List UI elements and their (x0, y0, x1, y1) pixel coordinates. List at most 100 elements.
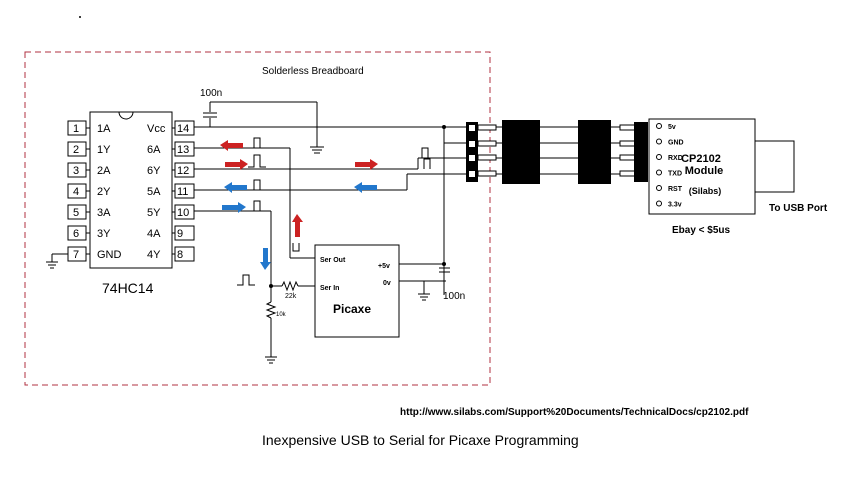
data-direction-arrows (220, 140, 378, 270)
r10k-label: 10k (276, 312, 287, 318)
cp2102-pin-label: 3.3v (668, 202, 682, 209)
ic-pin-5: 5 3A (67, 204, 111, 220)
ic-pin-number: 5 (73, 207, 79, 219)
ic-pin-6: 6 3Y (67, 225, 111, 241)
ic-pin-4: 4 2Y (67, 183, 111, 199)
ic-74hc14: 1 1A 2 1Y 3 2A 4 2Y 5 3A 6 3Y 7 GND 14 Vcc 13 6A 12 6Y 11 5A… (67, 111, 195, 296)
usb-port-label: To USB Port (769, 203, 828, 214)
ground-symbol-ic (46, 253, 68, 269)
ic-pin-number: 1 (73, 123, 79, 135)
ic-pin-label: 6Y (147, 165, 161, 177)
picaxe-body (314, 244, 400, 338)
ic-pin-number: 11 (177, 186, 188, 198)
arrow-blue-left-1 (224, 182, 247, 193)
cable-housing-left (502, 120, 540, 184)
arrow-red-left (220, 140, 243, 151)
ic-notch (118, 111, 134, 120)
cp2102-pin-5v: 5v (656, 123, 676, 131)
ic-pin-label: Vcc (147, 123, 166, 135)
ic-pin-label: 6A (147, 144, 161, 156)
ic-pin-label: 5A (147, 186, 161, 198)
ic-pin-2: 2 1Y (67, 141, 111, 157)
price-label: Ebay < $5us (672, 225, 731, 236)
ic-name: 74HC14 (102, 280, 154, 296)
ic-pin-8: 8 4Y (147, 246, 195, 262)
breadboard-label: Solderless Breadboard (262, 66, 364, 77)
picaxe-ser-in: Ser In (320, 285, 339, 292)
arrow-blue-down (260, 248, 271, 270)
r22k-label: 22k (285, 293, 297, 300)
arrow-red-up (292, 214, 303, 237)
ic-pin-label: 2A (97, 165, 111, 177)
cp2102-pin-label: TXD (668, 171, 682, 178)
picaxe-chip: Ser Out Ser In +5v 0v Picaxe (314, 244, 400, 338)
ic-pin-number: 2 (73, 144, 79, 156)
ic-pin-label: 4Y (147, 249, 161, 261)
datasheet-url: http://www.silabs.com/Support%20Document… (400, 407, 749, 418)
ic-pin-number: 6 (73, 228, 79, 240)
ic-pin-number: 8 (177, 249, 183, 261)
picaxe-power: 100n (399, 262, 465, 302)
ic-pin-label: 5Y (147, 207, 161, 219)
cable (496, 120, 620, 184)
ic-pin-number: 7 (73, 249, 79, 261)
ic-pin-7: 7 GND (67, 246, 122, 262)
cp2102-pin-label: GND (668, 140, 684, 147)
arrow-red-right-2 (355, 159, 378, 170)
ic-pin-label: 2Y (97, 186, 111, 198)
arrow-blue-right (222, 202, 246, 213)
arrow-red-right-1 (225, 159, 248, 170)
ic-pin-number: 12 (177, 165, 189, 177)
picaxe-5v: +5v (378, 263, 390, 270)
picaxe-name: Picaxe (333, 302, 371, 316)
ic-pin-number: 13 (177, 144, 189, 156)
ic-pin-number: 3 (73, 165, 79, 177)
cp2102-title: CP2102 (681, 153, 721, 165)
ic-pin-label: 1A (97, 123, 111, 135)
ic-body (89, 111, 173, 269)
ic-pin-label: 4A (147, 228, 161, 240)
ic-pin-label: 3A (97, 207, 111, 219)
signal-pulses (237, 137, 432, 286)
ic-pin-9: 9 4A (147, 225, 195, 241)
picaxe-ser-out: Ser Out (320, 257, 346, 264)
ic-pin-label: GND (97, 249, 122, 261)
ic-pin-1: 1 1A (67, 120, 111, 136)
ic-pin-number: 10 (177, 207, 189, 219)
arrow-blue-left-2 (354, 182, 377, 193)
resistor-22k: 22k (269, 280, 315, 300)
ic-pin-14: 14 Vcc (147, 120, 195, 136)
cp2102-pin-txd: TXD (656, 169, 682, 178)
cp2102-pin-label: 5v (668, 124, 676, 131)
cp2102-pin-label: RXD (668, 155, 683, 162)
capacitor-top: 100n (200, 88, 324, 154)
cp2102-pin-33v: 3.3v (656, 200, 682, 209)
ic-pin-number: 9 (177, 228, 183, 240)
ic-pin-number: 4 (73, 186, 79, 198)
breadboard-border (24, 51, 491, 386)
usb-connector (754, 140, 795, 193)
cap-bottom-label: 100n (443, 291, 465, 302)
cp2102-silabs: (Silabs) (689, 186, 722, 196)
diagram-caption: Inexpensive USB to Serial for Picaxe Pro… (262, 432, 579, 448)
cable-housing-right (578, 120, 611, 184)
cp2102-pin-label: RST (668, 186, 683, 193)
ic-pin-number: 14 (177, 123, 189, 135)
ic-pin-11: 11 5A (147, 183, 195, 199)
resistor-10k: 10k (265, 286, 287, 364)
ic-pin-13: 13 6A (147, 141, 195, 157)
ic-pin-12: 12 6Y (147, 162, 195, 178)
picaxe-0v: 0v (383, 280, 391, 287)
ic-pin-label: 3Y (97, 228, 111, 240)
ic-pin-label: 1Y (97, 144, 111, 156)
stray-dot (79, 16, 81, 18)
cp2102-pin-gnd: GND (656, 138, 684, 147)
header-connector-right (619, 122, 648, 182)
header-connector-left (466, 122, 497, 182)
cap-top-label: 100n (200, 88, 222, 99)
ic-pin-10: 10 5Y (147, 204, 195, 220)
cp2102-pin-rst: RST (656, 185, 683, 193)
cp2102-module-label: Module (685, 165, 724, 177)
